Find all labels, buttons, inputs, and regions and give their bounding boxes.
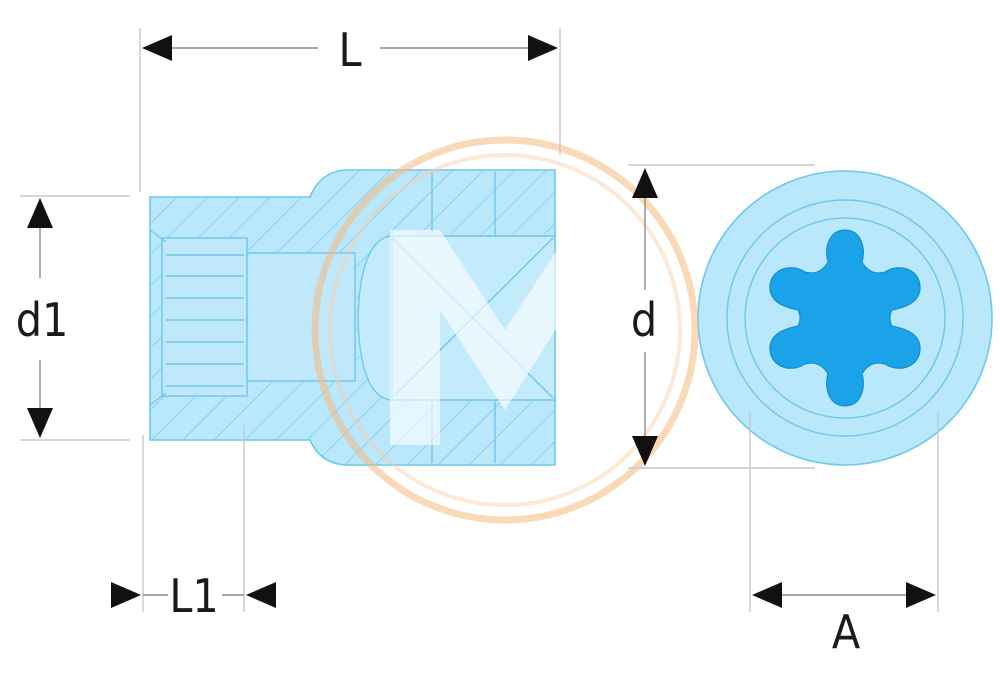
label-body-diameter: d [631, 293, 657, 347]
dimension-overall-length: L [139, 23, 561, 192]
label-drive-end-length: L1 [169, 569, 218, 623]
dimension-torx-size: A [749, 412, 939, 659]
end-view [697, 170, 993, 466]
dimension-body-diameter: d [628, 164, 815, 469]
dimension-drive-end-diameter: d1 [16, 195, 130, 441]
arrow-up-icon [632, 168, 658, 198]
torx-star-icon [769, 229, 921, 407]
arrow-right-icon [111, 582, 141, 608]
arrow-down-icon [27, 408, 53, 438]
arrow-up-icon [27, 198, 53, 228]
center-relief [246, 252, 356, 382]
m-logo-watermark-icon [311, 136, 699, 524]
arrow-left-icon [752, 582, 782, 608]
arrow-left-icon [142, 35, 172, 61]
arrow-right-icon [528, 35, 558, 61]
torx-bore-cavity [161, 237, 248, 397]
torx-bore-lobes [166, 254, 244, 387]
arrow-down-icon [632, 436, 658, 466]
arrow-right-icon [906, 582, 936, 608]
label-torx-size: A [832, 605, 860, 659]
label-overall-length: L [338, 23, 361, 77]
dimension-drive-end-length: L1 [111, 425, 276, 623]
end-view-ring-1 [726, 199, 964, 437]
label-drive-end-diameter: d1 [16, 293, 69, 347]
end-view-ring-2 [744, 217, 946, 419]
arrow-left-icon [246, 582, 276, 608]
